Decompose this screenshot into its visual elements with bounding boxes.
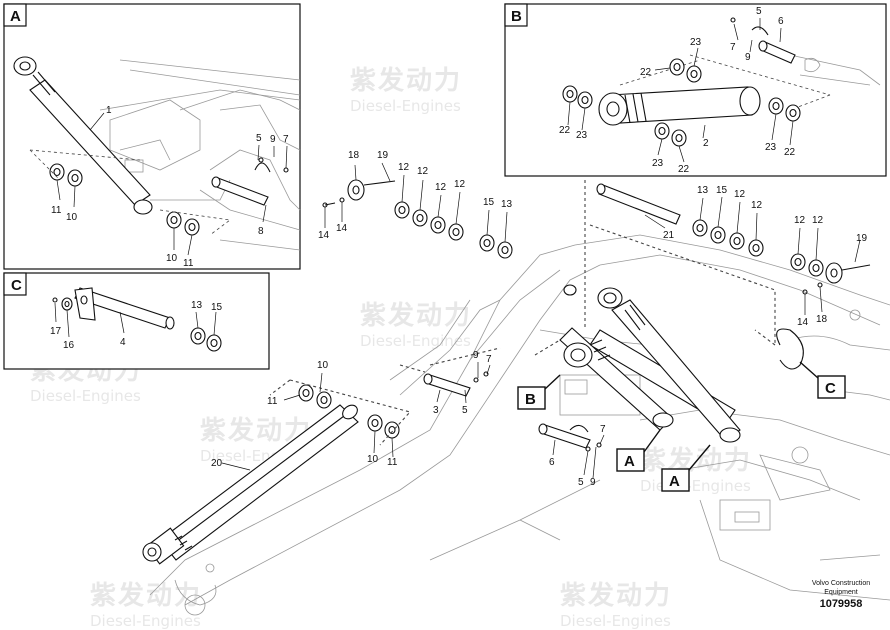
part-callout-number: 5 <box>462 405 468 416</box>
part-callout-number: 23 <box>576 130 588 141</box>
detail-box-c: C 17 16 4 13 15 <box>3 272 270 370</box>
part-callout-number: 15 <box>211 302 223 313</box>
part-callout-number: 12 <box>794 215 806 226</box>
part-callout-number: 9 <box>745 52 751 63</box>
part-callout-number: 11 <box>183 258 194 269</box>
part-callout-number: 8 <box>258 226 264 237</box>
part-callout-number: 10 <box>367 454 379 465</box>
part-callout-number: 12 <box>398 162 410 173</box>
part-callout-number: 14 <box>797 317 809 328</box>
part-callout-number: 13 <box>697 185 709 196</box>
part-callout-number: 6 <box>549 457 555 468</box>
dashed-frames <box>269 180 776 446</box>
part-callout-number: 3 <box>433 405 439 416</box>
machine-structure <box>149 234 890 616</box>
part-callout-number: 9 <box>473 350 479 361</box>
part-callout-number: 14 <box>318 230 330 241</box>
part-callout-number: 22 <box>678 164 690 175</box>
washers-right <box>692 219 871 295</box>
box-a-label: A <box>10 8 21 25</box>
part-callout-number: 15 <box>483 197 495 208</box>
part-callout-number: 1 <box>106 105 112 116</box>
cylinder-main-arm <box>559 284 741 443</box>
part-callout-number: 22 <box>640 67 652 78</box>
part-callout-number: 7 <box>730 42 736 53</box>
part-callout-number: 5 <box>756 6 762 17</box>
part-callout-number: 12 <box>454 179 466 190</box>
part-callout-number: 18 <box>348 150 360 161</box>
part-callout-number: 13 <box>191 300 203 311</box>
pin-6-lower <box>538 423 591 449</box>
cylinder-20 <box>142 404 359 565</box>
part-callout-number: 22 <box>784 147 796 158</box>
part-callout-number: 7 <box>486 354 492 365</box>
washers-top <box>322 179 513 259</box>
pin-21 <box>596 183 681 225</box>
part-callout-number: 15 <box>716 185 728 196</box>
part-callout-number: 23 <box>652 158 664 169</box>
box-b-label: B <box>511 8 522 25</box>
part-callout-number: 2 <box>703 138 709 149</box>
leader-lines <box>221 162 861 479</box>
part-callout-number: 12 <box>812 215 824 226</box>
manufacturer-label: Volvo Construction Equipment <box>811 580 871 596</box>
part-callout-number: 10 <box>66 212 78 223</box>
part-callout-number: 13 <box>501 199 513 210</box>
part-callout-number: 14 <box>336 223 348 234</box>
washers-mid <box>298 371 602 452</box>
part-callout-number: 16 <box>63 340 75 351</box>
part-callout-number: 23 <box>765 142 777 153</box>
pointer-tags <box>517 361 846 492</box>
part-callout-number: 19 <box>377 150 389 161</box>
main-parts <box>142 179 871 565</box>
part-callout-number: 20 <box>211 458 223 469</box>
hose <box>776 328 804 370</box>
pointer-c: C <box>825 380 836 397</box>
part-callout-number: 11 <box>267 396 278 407</box>
box-c-label: C <box>11 277 22 294</box>
part-callout-number: 23 <box>690 37 702 48</box>
part-callout-number: 22 <box>559 125 571 136</box>
part-callout-number: 10 <box>166 253 178 264</box>
detail-box-a: A <box>3 3 301 270</box>
pointer-a: A <box>669 473 680 490</box>
part-callout-number: 9 <box>590 477 596 488</box>
part-callout-number: 6 <box>778 16 784 27</box>
document-number: 1079958 <box>819 598 863 610</box>
part-callout-number: 10 <box>317 360 329 371</box>
part-callout-number: 7 <box>600 424 606 435</box>
part-callout-number: 12 <box>435 182 447 193</box>
part-callout-number: 11 <box>387 457 398 468</box>
part-callout-number: 12 <box>417 166 429 177</box>
document-footer: Volvo Construction Equipment 1079958 <box>806 579 876 611</box>
pointer-a: A <box>624 453 635 470</box>
part-callout-number: 17 <box>50 326 62 337</box>
part-callout-number: 7 <box>283 134 289 145</box>
pin-3 <box>423 373 471 397</box>
main-callouts: 18 19 14 14 12 12 12 12 15 13 13 15 12 1… <box>211 150 868 488</box>
part-callout-number: 11 <box>51 205 62 216</box>
part-callout-number: 19 <box>856 233 868 244</box>
part-callout-number: 5 <box>578 477 584 488</box>
part-callout-number: 4 <box>120 337 126 348</box>
part-callout-number: 9 <box>270 134 276 145</box>
part-callout-number: 12 <box>734 189 746 200</box>
pointer-b: B <box>525 391 536 408</box>
detail-box-b: B <box>504 3 887 177</box>
part-callout-number: 21 <box>663 230 675 241</box>
part-callout-number: 12 <box>751 200 763 211</box>
part-callout-number: 5 <box>256 133 262 144</box>
part-callout-number: 18 <box>816 314 828 325</box>
